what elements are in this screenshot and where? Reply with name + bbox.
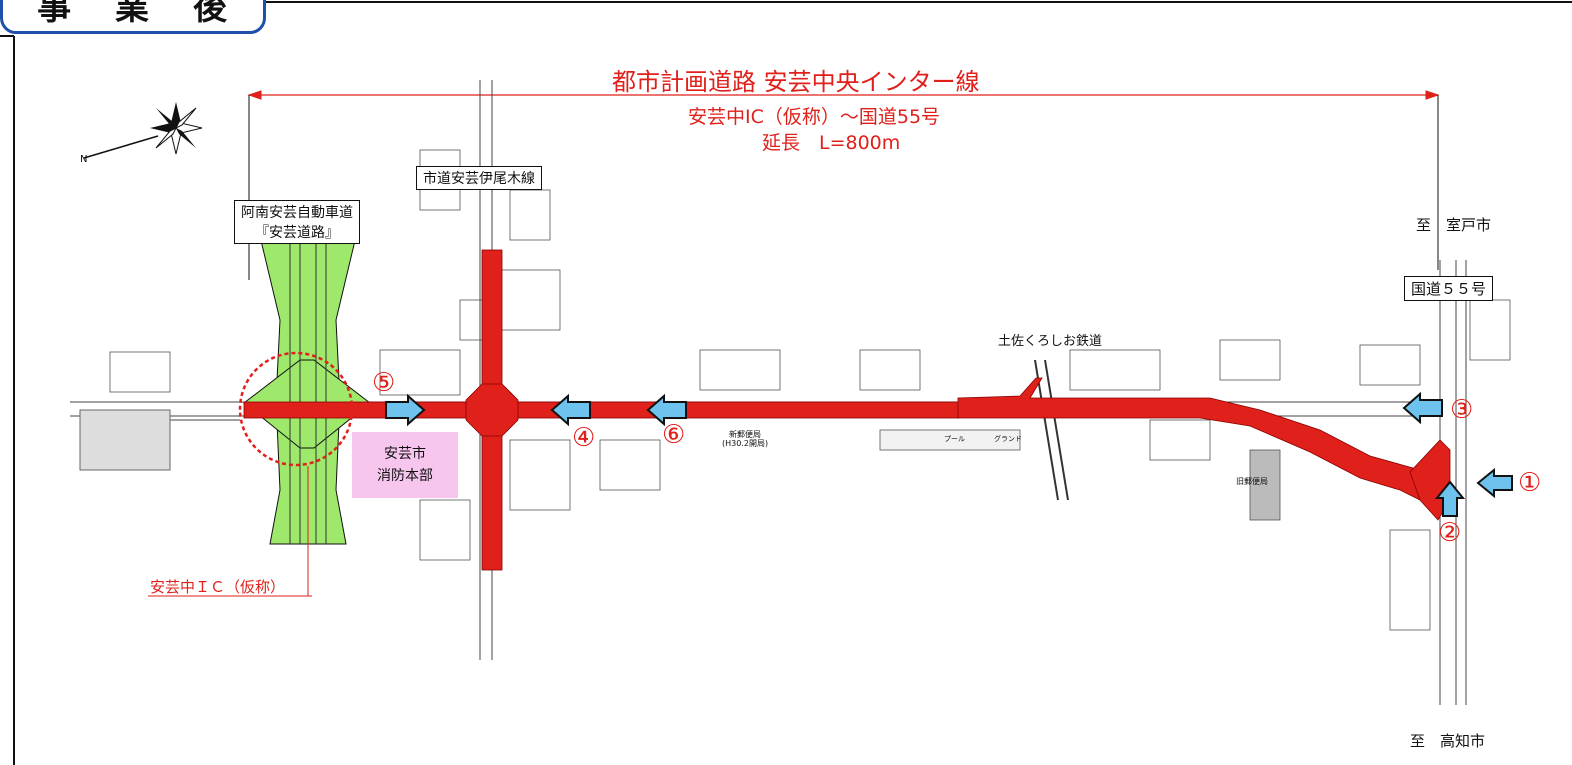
railway-label: 土佐くろしお鉄道 [998, 334, 1103, 349]
route-length: 延長 L=800m [762, 132, 901, 154]
route-section: 安芸中IC（仮称）～国道55号 [688, 106, 941, 128]
to-kochi-label: 至 高知市 [1410, 732, 1486, 750]
city-road-label: 市道安芸伊尾木線 [416, 166, 542, 190]
new-post-office-line2: (H30.2開局) [722, 439, 769, 448]
pool-label: プール [944, 435, 965, 443]
marker-4: ④ [572, 423, 596, 453]
interchange-circle [238, 351, 354, 467]
expressway-label-line1: 阿南安芸自動車道 [241, 205, 353, 221]
new-post-office-label: 新郵便局 (H30.2開局) [722, 430, 768, 448]
compass-rose-icon: N [80, 102, 203, 165]
marker-2: ② [1438, 518, 1462, 548]
new-post-office-line1: 新郵便局 [729, 430, 762, 439]
fire-station-area: 安芸市 消防本部 [352, 432, 458, 498]
marker-5: ⑤ [372, 368, 396, 398]
project-road [243, 249, 1451, 571]
national-route-label: 国道５５号 [1404, 276, 1494, 301]
old-post-office-label: 旧郵便局 [1236, 477, 1268, 486]
marker-3: ③ [1450, 395, 1474, 425]
expressway-label: 阿南安芸自動車道 『安芸道路』 [234, 200, 360, 244]
interchange-label: 安芸中ＩＣ（仮称） [150, 578, 286, 596]
building-outlines [109, 149, 1511, 631]
svg-text:N: N [80, 154, 87, 165]
fire-station-label-line2: 消防本部 [377, 468, 433, 484]
route-title: 都市計画道路 安芸中央インター線 [612, 68, 980, 96]
marker-1: ① [1518, 468, 1542, 498]
to-muroto-label: 至 室戸市 [1416, 216, 1492, 234]
ground-label: グランド [994, 435, 1022, 443]
expressway-label-line2: 『安芸道路』 [255, 225, 339, 241]
project-status-badge: 事 業 後 [0, 0, 266, 34]
fire-station-label-line1: 安芸市 [384, 446, 426, 462]
arrow-icon [385, 391, 1513, 517]
marker-6: ⑥ [662, 420, 686, 450]
expressway [243, 227, 371, 545]
dimension-line [247, 90, 1440, 280]
